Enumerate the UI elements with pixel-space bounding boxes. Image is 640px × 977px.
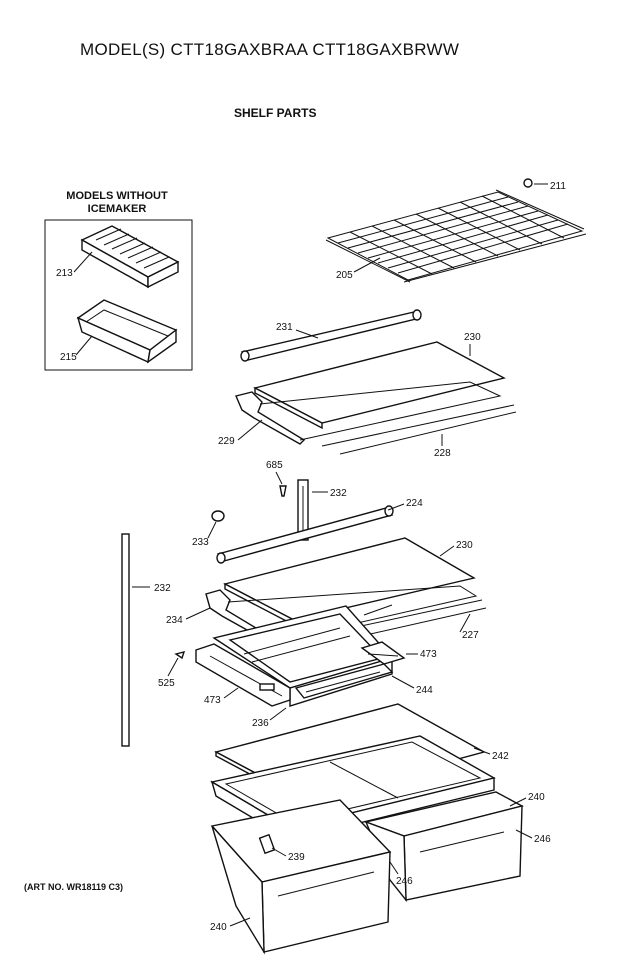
art-number: (ART NO. WR18119 C3) [24,882,124,892]
callout-236: 236 [252,718,269,729]
part-525-screw [174,651,186,660]
callout-232-side: 232 [154,583,171,594]
part-215-ice-bin [76,299,178,364]
callout-213: 213 [56,268,73,279]
callout-242: 242 [492,751,509,762]
callout-211: 211 [550,181,566,192]
inset-box-title: MODELS WITHOUT ICEMAKER [42,190,192,216]
callout-230-upper: 230 [464,332,481,343]
callout-473-right: 473 [420,649,437,660]
model-title: MODEL(S) CTT18GAXBRAA CTT18GAXBRWW [80,40,460,59]
part-233-clip [211,510,225,522]
callout-240-right: 240 [528,792,545,803]
callout-227: 227 [462,630,479,641]
part-685-screw [279,485,287,497]
callout-231: 231 [276,322,293,333]
callout-244: 244 [416,685,433,696]
section-title: SHELF PARTS [234,106,317,120]
callout-229: 229 [218,436,235,447]
part-213-ice-tray [80,225,180,289]
callout-239: 239 [288,852,305,863]
callout-246-right: 246 [534,834,551,845]
callout-215: 215 [60,352,77,363]
part-224-trim-middle [216,505,394,564]
part-244-drawer-cover [294,663,394,699]
part-228-shelf-rail-upper [321,404,517,455]
part-473-drawer-rail-left [195,643,291,707]
callout-234: 234 [166,615,183,626]
callout-205: 205 [336,270,353,281]
part-231-trim [240,309,422,362]
part-230-glass-shelf-middle [223,537,476,627]
inset-title-line1: MODELS WITHOUT [66,190,168,202]
part-473-drawer-rail-right [360,641,406,665]
callout-685: 685 [266,460,283,471]
part-240-crisper-drawer-right [363,791,524,903]
part-229-shelf-frame-upper [235,381,502,445]
callout-230-middle: 230 [456,540,473,551]
part-232-side-rail [121,533,130,747]
part-211-cap [523,178,533,188]
inset-box-frame [44,219,193,371]
part-230-glass-shelf-upper [253,341,506,430]
callout-228: 228 [434,448,451,459]
callout-224: 224 [406,498,423,509]
callout-232-center: 232 [330,488,347,499]
callout-233: 233 [192,537,209,548]
inset-title-line2: ICEMAKER [87,203,147,215]
callout-525: 525 [158,678,175,689]
callout-246-left: 246 [396,876,413,887]
callout-473-left: 473 [204,695,221,706]
callout-240-left: 240 [210,922,227,933]
part-240-crisper-drawer-left [210,799,392,955]
part-205-wire-shelf [325,189,587,283]
